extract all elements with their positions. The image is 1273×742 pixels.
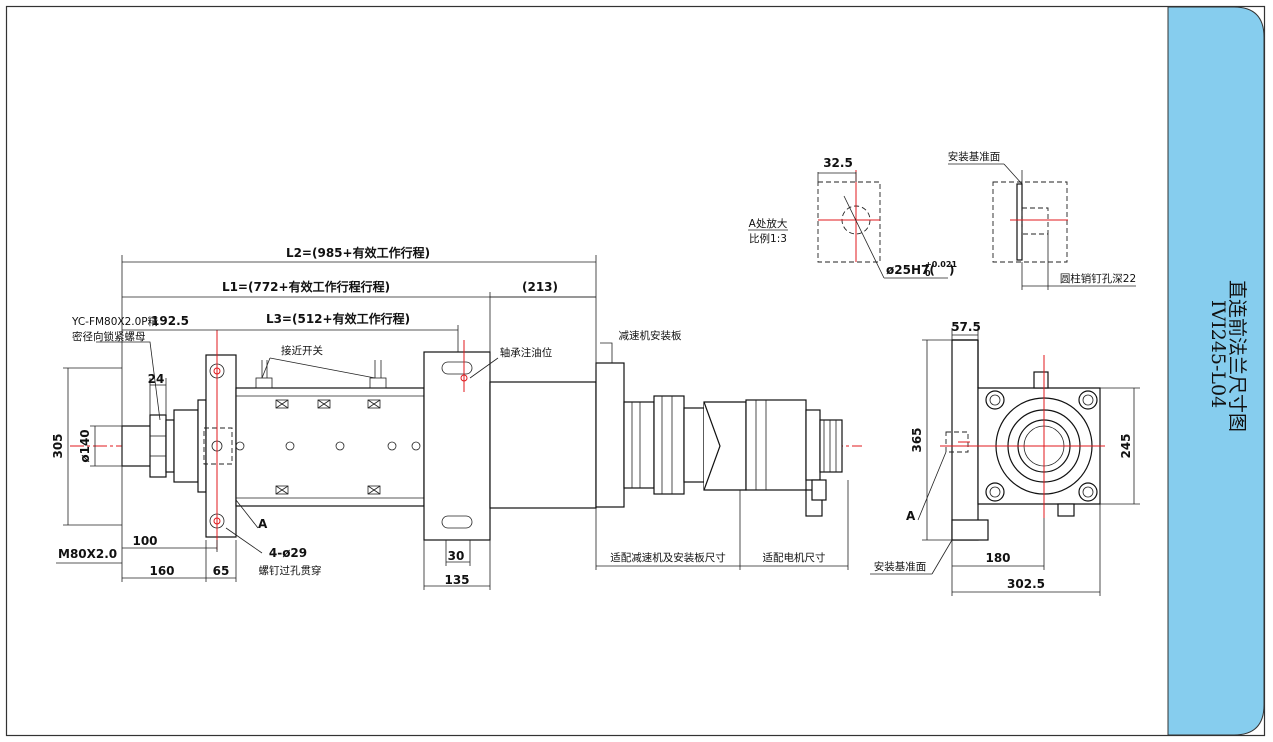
main-dimensions — [56, 255, 849, 590]
svg-text:365: 365 — [910, 427, 924, 452]
svg-text:): ) — [949, 263, 954, 277]
svg-text:螺钉过孔贯穿: 螺钉过孔贯穿 — [259, 564, 322, 577]
svg-text:302.5: 302.5 — [1007, 577, 1045, 591]
svg-text:245: 245 — [1119, 433, 1133, 458]
svg-text:32.5: 32.5 — [823, 156, 853, 170]
svg-text:密径向锁紧螺母: 密径向锁紧螺母 — [72, 330, 146, 343]
svg-text:57.5: 57.5 — [951, 320, 981, 334]
svg-text:305: 305 — [51, 433, 65, 458]
svg-text:100: 100 — [132, 534, 157, 548]
svg-text:192.5: 192.5 — [151, 314, 189, 328]
svg-text:4-ø29: 4-ø29 — [269, 546, 307, 560]
svg-text:ø25H7(: ø25H7( — [886, 263, 935, 277]
svg-text:减速机安装板: 减速机安装板 — [619, 329, 682, 342]
svg-text:L2=(985+有效工作行程): L2=(985+有效工作行程) — [286, 245, 430, 260]
title-panel — [1167, 6, 1265, 736]
svg-text:圆柱销钉孔深22: 圆柱销钉孔深22 — [1060, 272, 1136, 285]
svg-text:L3=(512+有效工作行程): L3=(512+有效工作行程) — [266, 311, 410, 326]
side-detail: 安装基准面 圆柱销钉孔深22 — [948, 150, 1136, 290]
svg-text:安装基准面: 安装基准面 — [948, 150, 1001, 163]
svg-text:L1=(772+有效工作行程行程): L1=(772+有效工作行程行程) — [222, 279, 390, 294]
svg-text:YC-FM80X2.0P精: YC-FM80X2.0P精 — [71, 315, 159, 328]
svg-text:65: 65 — [213, 564, 230, 578]
svg-text:M80X2.0: M80X2.0 — [58, 547, 117, 561]
svg-text:安装基准面: 安装基准面 — [874, 560, 927, 573]
svg-text:轴承注油位: 轴承注油位 — [500, 346, 553, 359]
end-view: 57.5 365 245 180 302.5 安装基准面 A — [870, 320, 1140, 596]
title-text: 直连前法兰尺寸图 — [1226, 280, 1248, 432]
svg-text:接近开关: 接近开关 — [281, 344, 323, 357]
svg-text:24: 24 — [148, 372, 165, 386]
svg-text:180: 180 — [985, 551, 1010, 565]
svg-text:+0.021: +0.021 — [925, 260, 957, 269]
detail-a: 32.5 ø25H7( +0.021 0 ) A处放大 比例1:3 — [748, 156, 957, 279]
svg-text:比例1:3: 比例1:3 — [749, 232, 787, 245]
main-view — [70, 330, 862, 550]
svg-text:A处放大: A处放大 — [749, 217, 788, 230]
svg-text:30: 30 — [448, 549, 465, 563]
svg-text:135: 135 — [444, 573, 469, 587]
svg-text:0: 0 — [925, 269, 931, 278]
svg-text:(213): (213) — [522, 280, 558, 294]
svg-text:适配减速机及安装板尺寸: 适配减速机及安装板尺寸 — [610, 551, 726, 564]
model-text: IVI245-L04 — [1207, 300, 1229, 408]
svg-text:A: A — [258, 517, 268, 531]
svg-text:160: 160 — [149, 564, 174, 578]
sheet-border — [5, 5, 1266, 737]
svg-text:A: A — [906, 509, 916, 523]
svg-text:ø140: ø140 — [78, 429, 92, 462]
svg-text:适配电机尺寸: 适配电机尺寸 — [763, 551, 826, 564]
main-dimension-texts: L2=(985+有效工作行程) L1=(772+有效工作行程行程) (213) … — [51, 245, 826, 587]
